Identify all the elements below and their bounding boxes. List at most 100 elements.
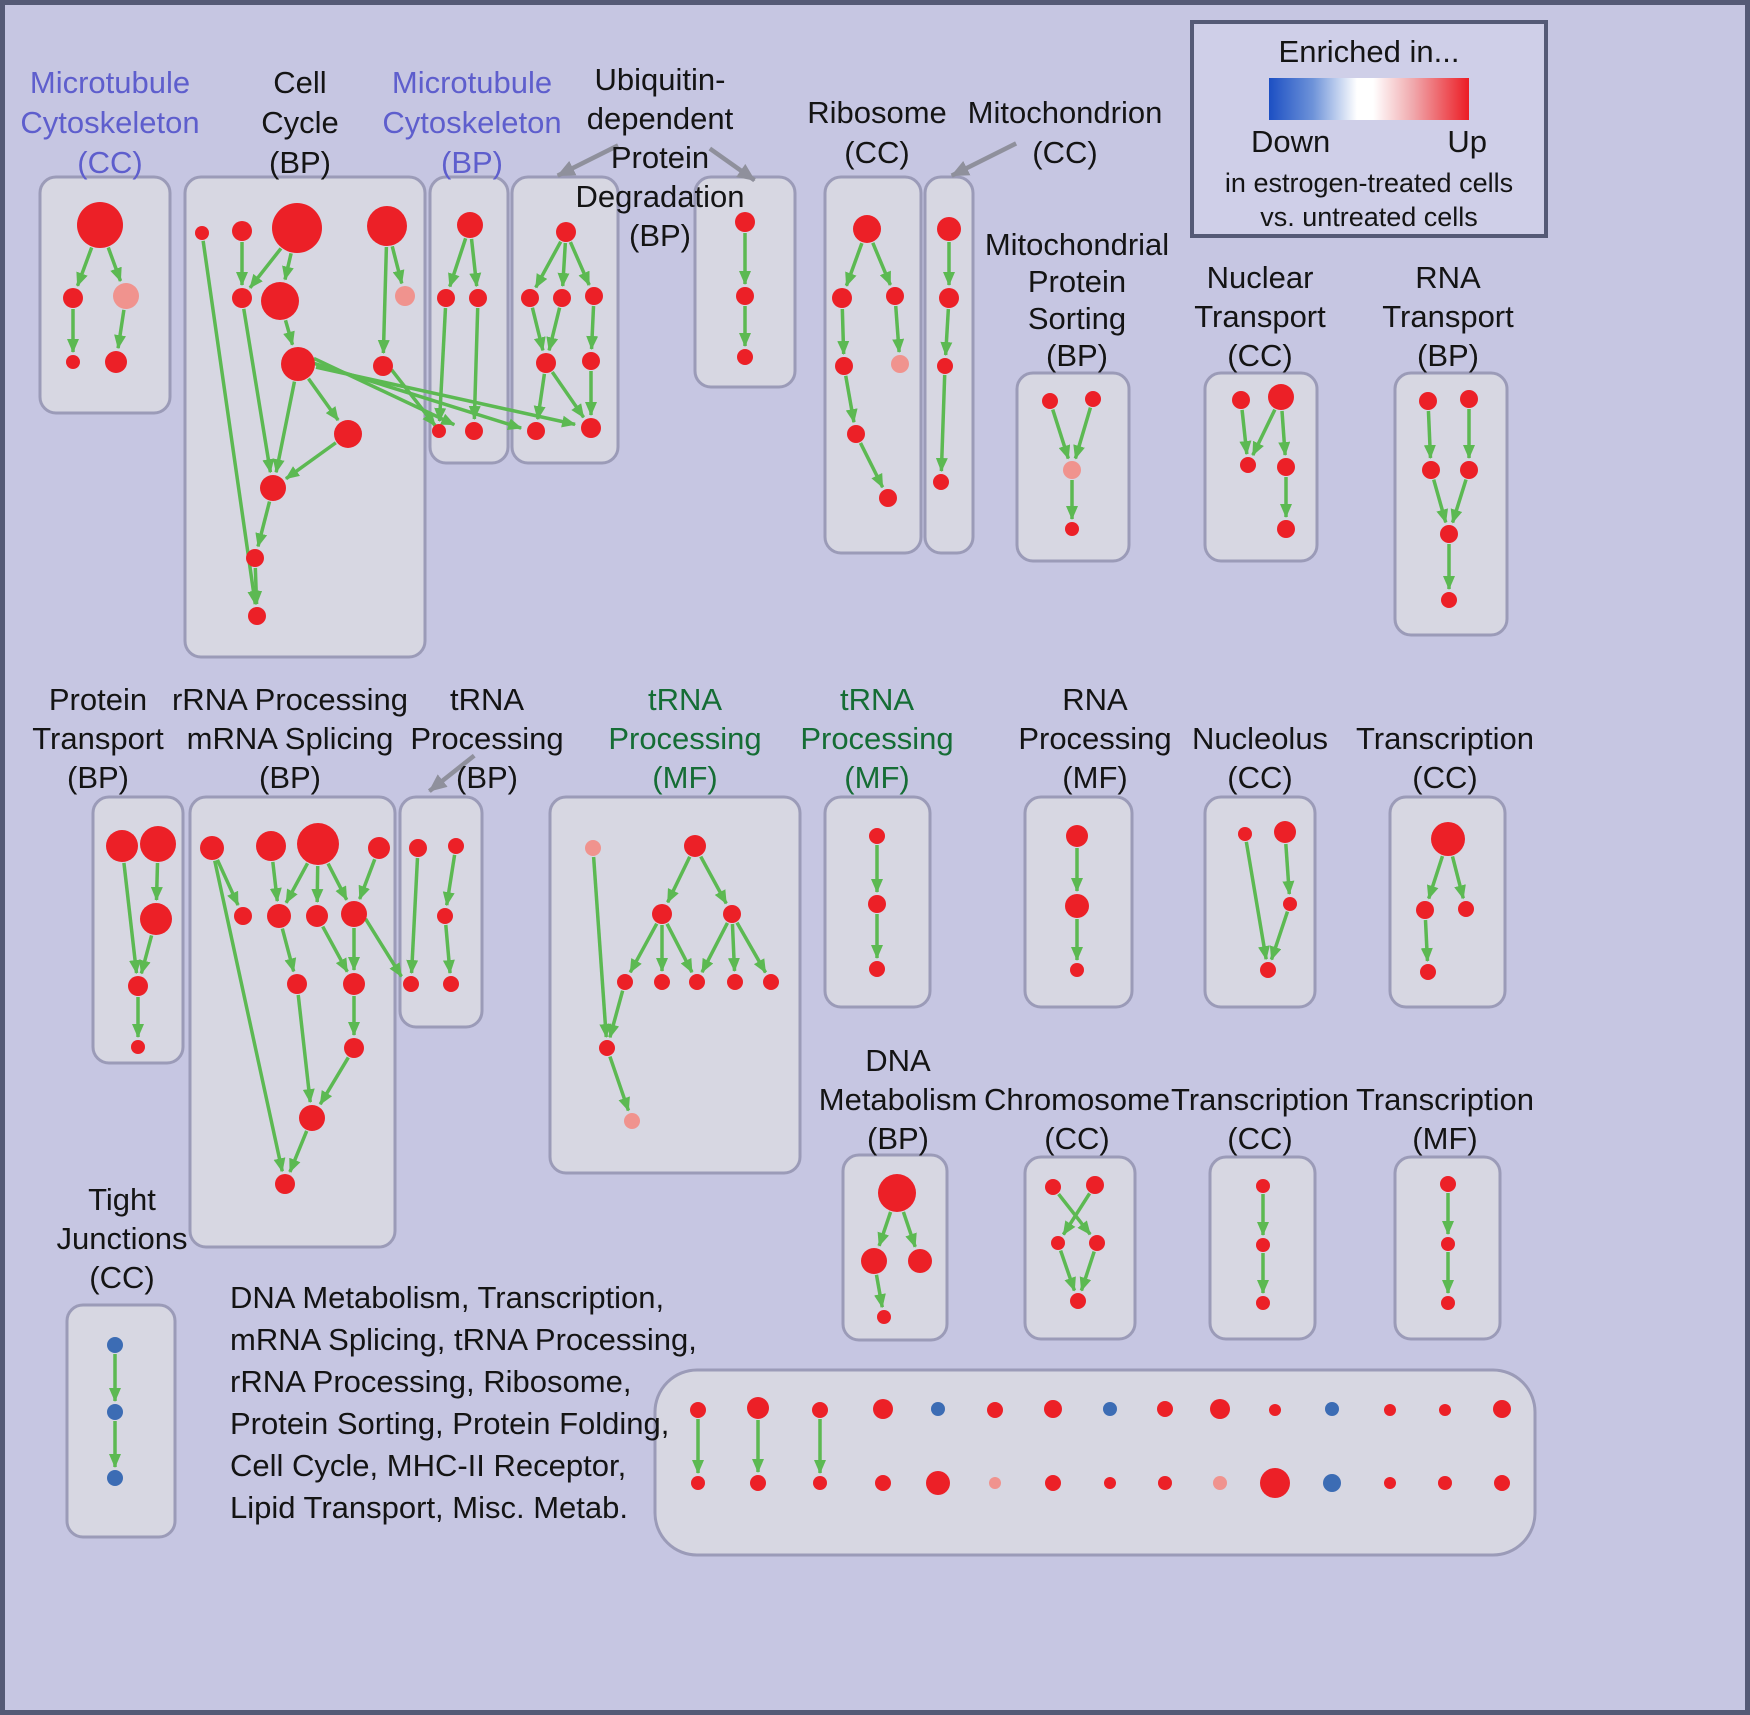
go-term-node[interactable] [195, 226, 209, 240]
go-term-node[interactable] [1460, 461, 1478, 479]
go-term-node[interactable] [448, 838, 464, 854]
go-term-node[interactable] [107, 1404, 123, 1420]
go-term-node[interactable] [107, 1470, 123, 1486]
go-term-node[interactable] [527, 422, 545, 440]
go-term-node[interactable] [873, 1399, 893, 1419]
go-term-node[interactable] [937, 217, 961, 241]
go-term-node[interactable] [556, 222, 576, 242]
go-term-node[interactable] [933, 474, 949, 490]
go-term-node[interactable] [437, 289, 455, 307]
go-term-node[interactable] [926, 1471, 950, 1495]
go-term-node[interactable] [1158, 1476, 1172, 1490]
go-term-node[interactable] [367, 206, 407, 246]
go-term-node[interactable] [457, 212, 483, 238]
go-term-node[interactable] [691, 1476, 705, 1490]
go-term-node[interactable] [1065, 894, 1089, 918]
go-term-node[interactable] [140, 903, 172, 935]
go-term-node[interactable] [106, 830, 138, 862]
go-term-node[interactable] [1065, 522, 1079, 536]
go-term-node[interactable] [1260, 1468, 1290, 1498]
go-term-node[interactable] [1260, 962, 1276, 978]
go-term-node[interactable] [763, 974, 779, 990]
go-term-node[interactable] [1238, 827, 1252, 841]
go-term-node[interactable] [246, 549, 264, 567]
go-term-node[interactable] [66, 355, 80, 369]
go-term-node[interactable] [585, 840, 601, 856]
go-term-node[interactable] [1441, 1296, 1455, 1310]
go-term-node[interactable] [832, 288, 852, 308]
go-term-node[interactable] [937, 358, 953, 374]
go-term-node[interactable] [690, 1402, 706, 1418]
go-term-node[interactable] [891, 355, 909, 373]
go-term-node[interactable] [1420, 964, 1436, 980]
go-term-node[interactable] [582, 352, 600, 370]
go-term-node[interactable] [1460, 390, 1478, 408]
go-term-node[interactable] [306, 905, 328, 927]
go-term-node[interactable] [267, 904, 291, 928]
go-term-node[interactable] [989, 1477, 1001, 1489]
go-term-node[interactable] [750, 1475, 766, 1491]
go-term-node[interactable] [684, 835, 706, 857]
go-term-node[interactable] [877, 1310, 891, 1324]
go-term-node[interactable] [1494, 1475, 1510, 1491]
go-term-node[interactable] [260, 475, 286, 501]
go-term-node[interactable] [737, 349, 753, 365]
go-term-node[interactable] [1063, 461, 1081, 479]
go-term-node[interactable] [861, 1248, 887, 1274]
go-term-node[interactable] [869, 961, 885, 977]
go-term-node[interactable] [272, 203, 322, 253]
go-term-node[interactable] [624, 1113, 640, 1129]
go-term-node[interactable] [107, 1337, 123, 1353]
go-term-node[interactable] [1044, 1400, 1062, 1418]
go-term-node[interactable] [1103, 1402, 1117, 1416]
go-term-node[interactable] [344, 1038, 364, 1058]
go-term-node[interactable] [878, 1174, 916, 1212]
go-term-node[interactable] [128, 976, 148, 996]
go-term-node[interactable] [373, 356, 393, 376]
go-term-node[interactable] [652, 904, 672, 924]
go-term-node[interactable] [1431, 822, 1465, 856]
go-term-node[interactable] [1256, 1296, 1270, 1310]
go-term-node[interactable] [403, 976, 419, 992]
go-term-node[interactable] [232, 221, 252, 241]
go-term-node[interactable] [1256, 1179, 1270, 1193]
go-term-node[interactable] [987, 1402, 1003, 1418]
go-term-node[interactable] [875, 1475, 891, 1491]
go-term-node[interactable] [1256, 1238, 1270, 1252]
go-term-node[interactable] [1232, 391, 1250, 409]
go-term-node[interactable] [835, 357, 853, 375]
go-term-node[interactable] [1416, 901, 1434, 919]
go-term-node[interactable] [1086, 1176, 1104, 1194]
go-term-node[interactable] [281, 347, 315, 381]
go-term-node[interactable] [1441, 1237, 1455, 1251]
go-term-node[interactable] [1384, 1477, 1396, 1489]
go-term-node[interactable] [553, 289, 571, 307]
go-term-node[interactable] [1085, 391, 1101, 407]
go-term-node[interactable] [1070, 1293, 1086, 1309]
go-term-node[interactable] [256, 831, 286, 861]
go-term-node[interactable] [232, 288, 252, 308]
go-term-node[interactable] [689, 974, 705, 990]
go-term-node[interactable] [886, 287, 904, 305]
go-term-node[interactable] [248, 607, 266, 625]
go-term-node[interactable] [105, 351, 127, 373]
go-term-node[interactable] [1441, 592, 1457, 608]
go-term-node[interactable] [1045, 1179, 1061, 1195]
go-term-node[interactable] [1384, 1404, 1396, 1416]
go-term-node[interactable] [200, 836, 224, 860]
go-term-node[interactable] [869, 828, 885, 844]
go-term-node[interactable] [813, 1476, 827, 1490]
go-term-node[interactable] [299, 1105, 325, 1131]
go-term-node[interactable] [409, 839, 427, 857]
go-term-node[interactable] [297, 823, 339, 865]
go-term-node[interactable] [747, 1397, 769, 1419]
go-term-node[interactable] [1440, 1176, 1456, 1192]
go-term-node[interactable] [432, 424, 446, 438]
go-term-node[interactable] [812, 1402, 828, 1418]
go-term-node[interactable] [931, 1402, 945, 1416]
go-term-node[interactable] [1439, 1404, 1451, 1416]
go-term-node[interactable] [1210, 1399, 1230, 1419]
go-term-node[interactable] [1493, 1400, 1511, 1418]
go-term-node[interactable] [1051, 1236, 1065, 1250]
go-term-node[interactable] [140, 826, 176, 862]
